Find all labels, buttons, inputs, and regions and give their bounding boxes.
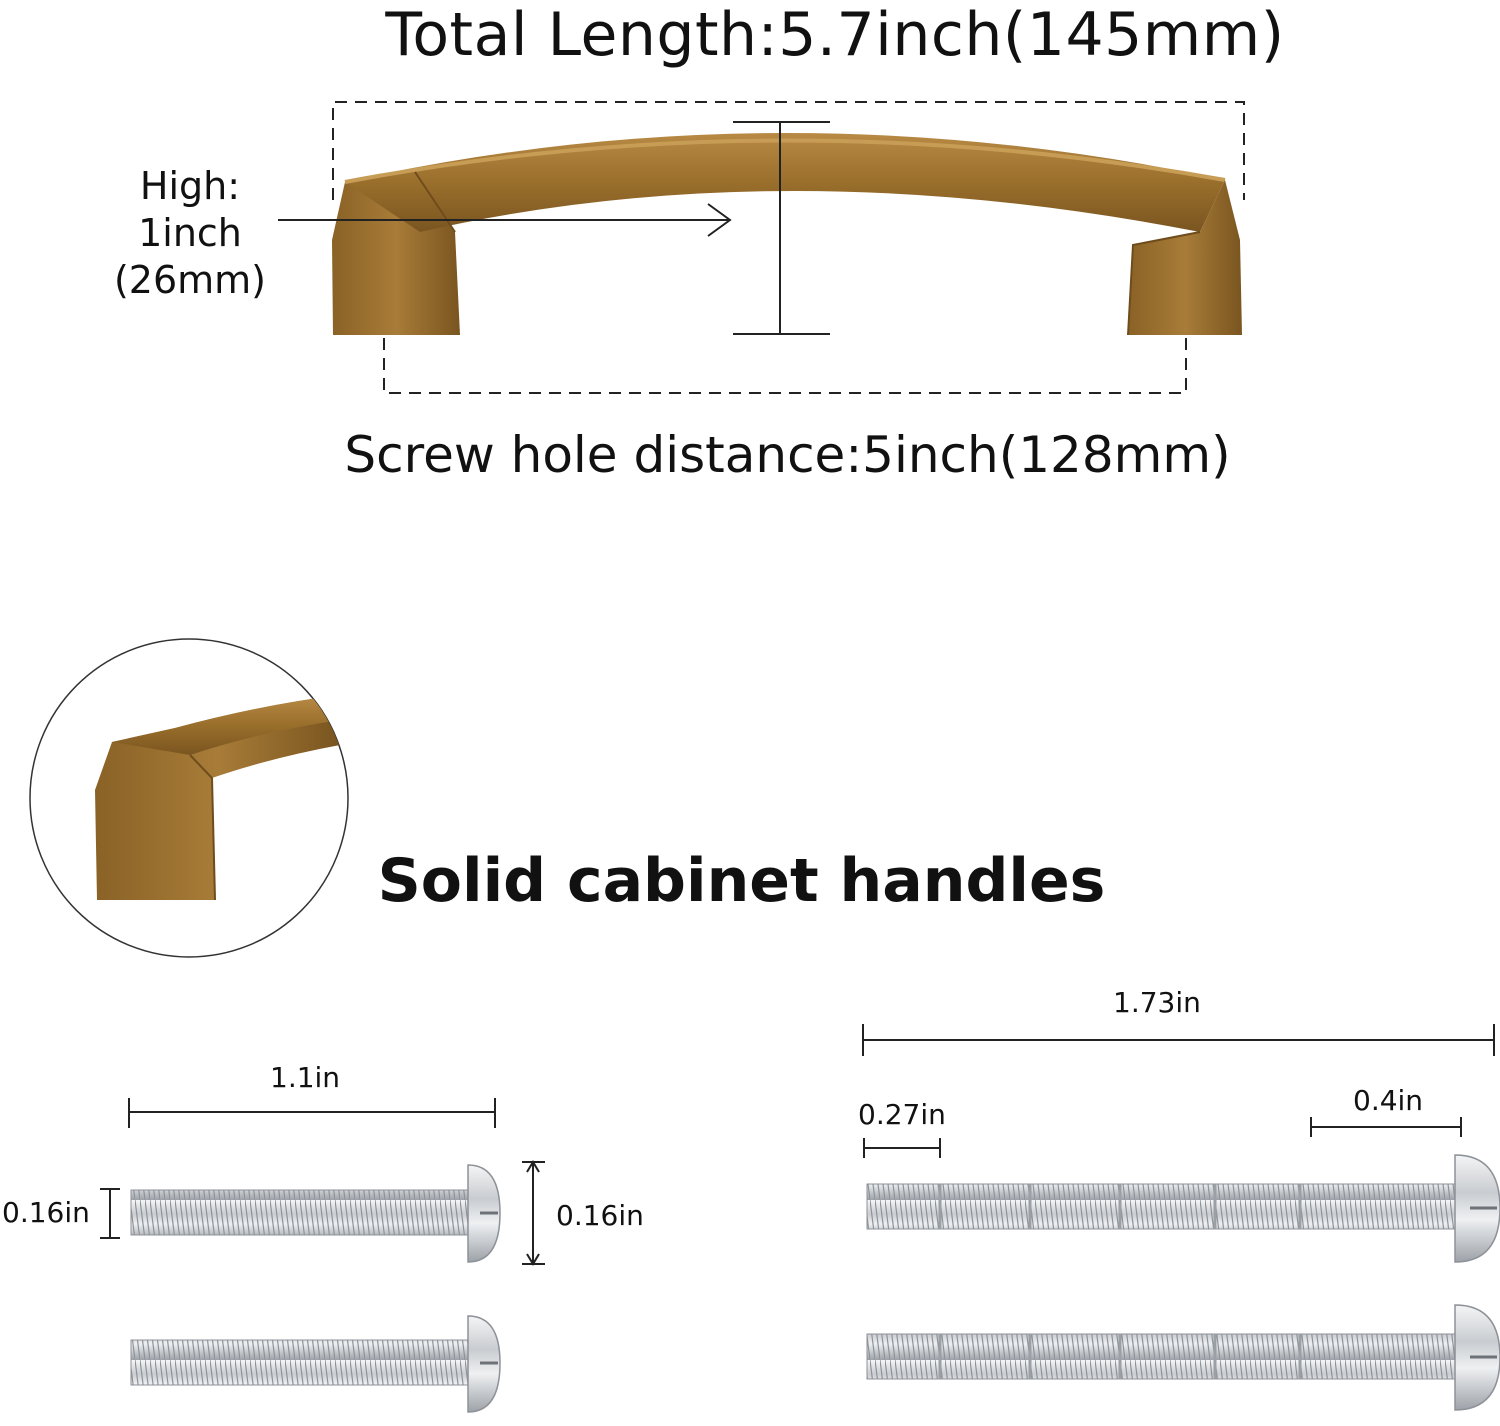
long-screw-tip-label: 0.27in	[858, 1098, 946, 1131]
long-screw-length-label: 1.73in	[1113, 986, 1201, 1019]
short-screw-diameter-label: 0.16in	[2, 1196, 90, 1229]
short-screw-dimensions	[100, 1098, 545, 1266]
height-label-line: 1inch	[138, 211, 242, 255]
screw-distance-label: Screw hole distance:5inch(128mm)	[344, 426, 1231, 484]
short-screw	[130, 1164, 501, 1263]
short-screw-head-label: 0.16in	[556, 1199, 644, 1232]
height-label-line: High:	[139, 164, 241, 208]
long-screw-dimensions	[862, 1024, 1495, 1158]
short-screw	[130, 1315, 501, 1413]
long-screw	[866, 1304, 1500, 1411]
long-screw-head-segment-label: 0.4in	[1353, 1084, 1424, 1117]
height-label: High: 1inch (26mm)	[95, 163, 285, 304]
short-screw-length-label: 1.1in	[270, 1061, 341, 1094]
dimension-lines	[278, 101, 1245, 394]
height-label-line: (26mm)	[113, 258, 267, 302]
total-length-label: Total Length:5.7inch(145mm)	[385, 0, 1285, 70]
cabinet-handle-image	[332, 132, 1242, 336]
detail-zoom-circle	[29, 638, 349, 958]
caption-title: Solid cabinet handles	[377, 846, 1106, 916]
long-screw	[866, 1154, 1500, 1263]
